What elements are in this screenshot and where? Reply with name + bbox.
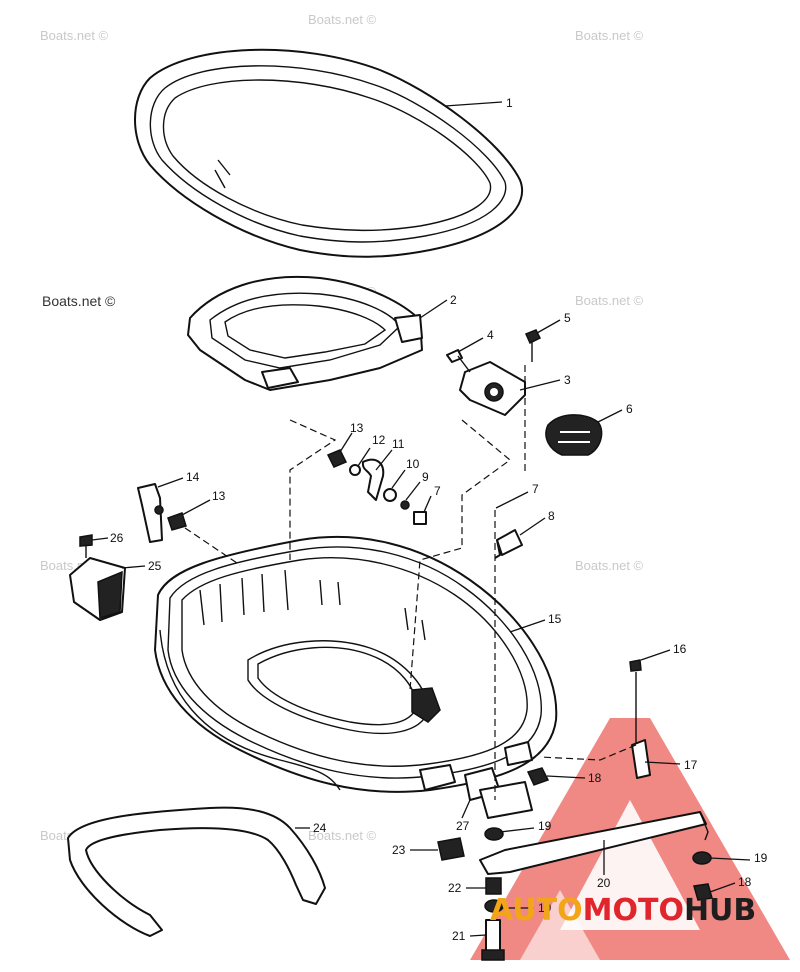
- leader-lines: [91, 101, 751, 937]
- part-2-adapter-plate: [187, 275, 423, 391]
- part-14-latch-lever: [137, 483, 164, 543]
- label-25: 25: [148, 559, 162, 573]
- watermark-dark: Boats.net ©: [42, 293, 116, 309]
- label-2: 2: [450, 293, 457, 307]
- part-18-nut: [526, 767, 713, 901]
- watermark: Boats.net ©: [40, 28, 109, 43]
- label-18: 18: [588, 771, 602, 785]
- watermark: Boats.net ©: [575, 28, 644, 43]
- part-8-bracket: [494, 529, 523, 559]
- label-10: 10: [406, 457, 420, 471]
- watermark: Boats.net ©: [575, 293, 644, 308]
- part-6-grommet: [545, 414, 603, 456]
- watermark: Boats.net ©: [308, 12, 377, 27]
- label-19: 19: [538, 901, 552, 915]
- label-7: 7: [532, 482, 539, 496]
- part-24-hose: [67, 806, 326, 937]
- brand-hub: HUB: [684, 893, 756, 928]
- label-9: 9: [422, 470, 429, 484]
- part-3-bracket-plate: [459, 361, 526, 416]
- watermark: Boats.net ©: [308, 828, 377, 843]
- part-16-screw: [629, 659, 642, 745]
- part-5-screw: [524, 329, 542, 362]
- label-13: 13: [350, 421, 364, 435]
- brand-auto: AUTO: [490, 893, 583, 928]
- part-15-bottom-cowl: [154, 535, 558, 819]
- label-5: 5: [564, 311, 571, 325]
- label-1: 1: [506, 96, 513, 110]
- label-19: 19: [538, 819, 552, 833]
- part-22-spacer: [485, 877, 502, 895]
- small-hardware: [167, 449, 427, 531]
- label-26: 26: [110, 531, 124, 545]
- label-8: 8: [548, 509, 555, 523]
- brand-moto: MOTO: [583, 893, 684, 928]
- part-23-clip: [437, 837, 465, 861]
- assembly-lines: [184, 365, 637, 800]
- label-19: 19: [754, 851, 768, 865]
- label-15: 15: [548, 612, 562, 626]
- label-14: 14: [186, 470, 200, 484]
- label-27: 27: [456, 819, 470, 833]
- label-6: 6: [626, 402, 633, 416]
- automotohub-wordmark: AUTOMOTOHUB: [490, 893, 756, 928]
- label-17: 17: [684, 758, 698, 772]
- part-13b-nut: [167, 512, 187, 531]
- label-18: 18: [738, 875, 752, 889]
- label-23: 23: [392, 843, 406, 857]
- part-19-washers: [484, 827, 712, 913]
- part-13-nut: [326, 449, 348, 468]
- label-21: 21: [452, 929, 466, 943]
- label-4: 4: [487, 328, 494, 342]
- label-20: 20: [597, 876, 611, 890]
- part-4-pin: [446, 349, 471, 373]
- label-3: 3: [564, 373, 571, 387]
- part-labels: 1 2 3 4 5 6 7 7 8 9 10 11 12 13 13 14 15…: [110, 96, 768, 943]
- part-25-housing: [69, 557, 126, 621]
- part-1-seal-ring: [134, 48, 524, 258]
- part-17-latch-hook: [631, 739, 651, 779]
- label-16: 16: [673, 642, 687, 656]
- label-12: 12: [372, 433, 386, 447]
- watermark: Boats.net ©: [575, 558, 644, 573]
- part-20-link-rod: [479, 811, 709, 875]
- part-21-bolt: [481, 919, 505, 961]
- part-26-screw: [79, 534, 93, 558]
- label-13: 13: [212, 489, 226, 503]
- label-11: 11: [392, 437, 405, 451]
- label-24: 24: [313, 821, 327, 835]
- label-22: 22: [448, 881, 462, 895]
- label-7: 7: [434, 484, 441, 498]
